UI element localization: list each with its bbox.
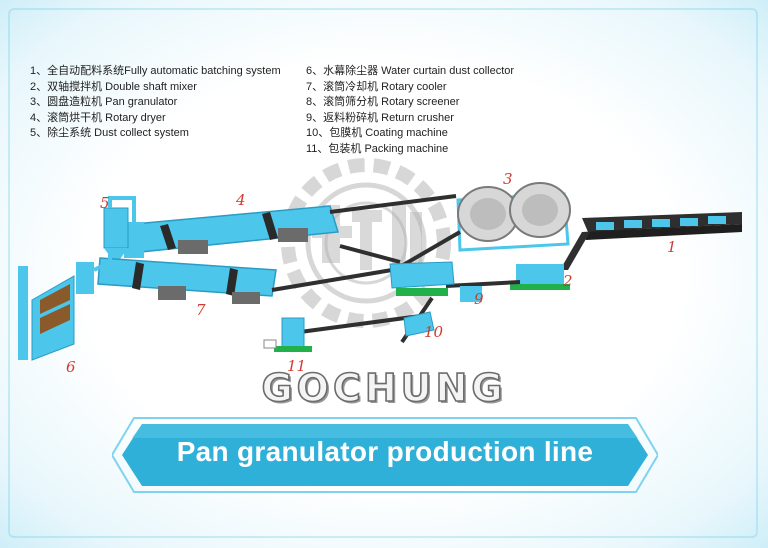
legend-item-7: 7、滚筒冷却机 Rotary cooler (306, 80, 447, 93)
double-shaft-mixer (510, 264, 570, 290)
legend-item-4: 4、滚筒烘干机 Rotary dryer (30, 111, 166, 124)
legend-item-10: 10、包膜机 Coating machine (306, 127, 448, 139)
banner-shape (112, 417, 658, 493)
title-banner: Pan granulator production line (112, 414, 658, 496)
water-curtain-dust-collector (18, 248, 112, 361)
legend-item-1: 1、全自动配料系统Fully automatic batching system (30, 65, 281, 77)
legend-item-5: 5、除尘系统 Dust collect system (30, 127, 189, 139)
legend-item-9: 9、返料粉碎机 Return crusher (306, 111, 454, 124)
legend-item-3: 3、圆盘造粒机 Pan granulator (30, 96, 178, 108)
legend-right-column: 6、水幕除尘器 Water curtain dust collector 7、滚… (306, 64, 514, 157)
brand-logo-text: GOCHUNG (261, 365, 507, 411)
label-rotary-cooler: 7 (196, 301, 206, 319)
label-water-curtain-dust-collector: 6 (66, 358, 76, 376)
rotary-screener (389, 261, 455, 296)
label-batching-system: 1 (667, 238, 677, 256)
pan-granulators (456, 182, 571, 252)
dust-collect-system (103, 196, 136, 262)
return-crusher (460, 286, 482, 302)
label-double-shaft-mixer: 2 (563, 272, 573, 290)
legend-item-2: 2、双轴搅拌机 Double shaft mixer (30, 80, 197, 93)
legend-item-8: 8、滚筒筛分机 Rotary screener (306, 96, 460, 108)
label-packing-machine: 11 (287, 357, 307, 375)
legend-item-6: 6、水幕除尘器 Water curtain dust collector (306, 65, 515, 77)
label-pan-granulator: 3 (503, 170, 513, 188)
legend-left-column: 1、全自动配料系统Fully automatic batching system… (30, 64, 281, 142)
coating-machine (403, 311, 435, 337)
label-coating-machine: 10 (424, 323, 444, 341)
label-dust-collect-system: 5 (100, 194, 110, 212)
banner-title: Pan granulator production line (176, 436, 594, 467)
frame-border (8, 8, 758, 538)
packing-machine (263, 317, 312, 352)
batching-system (560, 212, 742, 270)
label-rotary-dryer: 4 (236, 191, 246, 209)
legend-item-11: 11、包装机 Packing machine (306, 142, 449, 155)
rotary-dryer (124, 205, 339, 258)
label-return-crusher: 9 (474, 290, 484, 308)
rotary-cooler (97, 257, 277, 304)
